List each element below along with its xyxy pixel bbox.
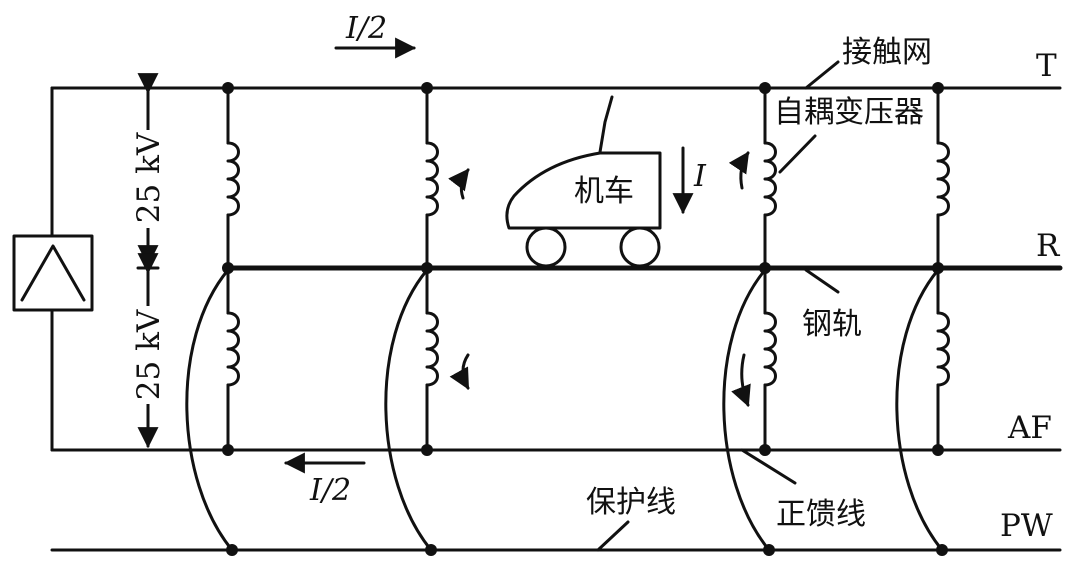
rail-pw-link-4 xyxy=(895,268,944,552)
circ-arrow-at2-lower xyxy=(449,353,470,390)
rail-label: 钢轨 xyxy=(802,307,862,342)
circ-arrow-at3-lower xyxy=(731,353,751,407)
wheel-left xyxy=(525,226,567,268)
junction-dots xyxy=(222,82,948,556)
half-current-bottom-label: I/2 xyxy=(309,473,351,508)
leader-catenary xyxy=(804,60,840,90)
positive-feeder-label: 正馈线 xyxy=(776,497,866,532)
locomotive-label: 机车 xyxy=(574,174,634,209)
autotransformer-4 xyxy=(936,86,950,452)
voltage-lower-label: 25 kV xyxy=(131,309,167,400)
voltage-upper-label: 25 kV xyxy=(131,132,167,223)
voltage-upper-label-bg xyxy=(134,130,162,228)
autotransformer-1 xyxy=(226,86,240,452)
leader-positive-feeder xyxy=(740,448,797,485)
autotransformer-3 xyxy=(763,86,777,452)
bus-label-T: T xyxy=(1036,48,1057,84)
autotransformer-label: 自耦变压器 xyxy=(774,95,924,130)
rail-pw-link-3 xyxy=(722,268,771,552)
circ-arrow-at2-upper xyxy=(448,168,470,200)
rail-pw-link-2 xyxy=(384,268,433,552)
voltage-lower-label-bg xyxy=(134,306,162,404)
pantograph xyxy=(598,95,614,154)
bus-label-R: R xyxy=(1036,228,1061,264)
rail-pw-link-1 xyxy=(185,268,234,552)
loco-current-label: I xyxy=(693,159,707,194)
leader-autotransformer xyxy=(778,134,817,174)
catenary-label: 接触网 xyxy=(842,35,932,70)
leader-protection-wire xyxy=(596,520,630,552)
substation-box xyxy=(12,234,94,312)
locomotive: 机车 xyxy=(505,95,662,268)
autotransformer-2 xyxy=(425,86,439,452)
leader-rail xyxy=(804,268,840,294)
bus-label-PW: PW xyxy=(1000,508,1053,544)
locomotive-body xyxy=(505,151,662,230)
protection-wire-label: 保护线 xyxy=(586,485,676,520)
bus-label-AF: AF xyxy=(1007,410,1052,446)
circ-arrow-at3-upper xyxy=(728,151,750,190)
half-current-top-label: I/2 xyxy=(345,11,387,46)
substation-transformer-symbol xyxy=(20,244,86,302)
wheel-right xyxy=(619,226,661,268)
